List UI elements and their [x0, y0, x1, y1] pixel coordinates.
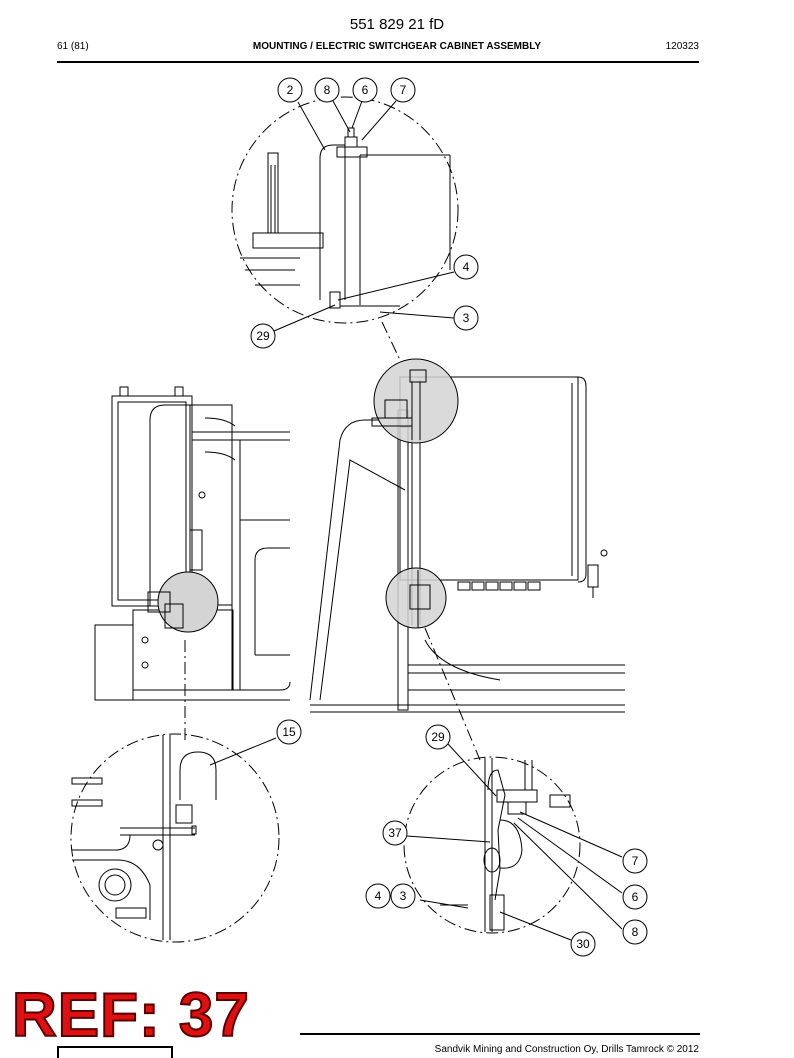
svg-text:4: 4 [463, 260, 470, 274]
connector-row [457, 581, 541, 591]
reference-stamp: REF: 37 [11, 981, 250, 1050]
callout-7-lower: 7 [622, 848, 648, 874]
callout-6-lower: 6 [622, 884, 648, 910]
svg-text:3: 3 [400, 889, 407, 903]
right-upper-detail-parts [371, 369, 427, 440]
page-title: MOUNTING / ELECTRIC SWITCHGEAR CABINET A… [252, 41, 542, 52]
detail-circle-right-lower [385, 567, 447, 629]
page-number: 61 (81) [57, 41, 89, 52]
detail-circle-bottom-right [403, 756, 581, 934]
left-side-view [94, 386, 291, 701]
document-number: 551 829 21 fD [349, 16, 445, 33]
callout-37: 37 [382, 820, 408, 846]
svg-text:29: 29 [256, 329, 270, 343]
callout-7: 7 [390, 77, 416, 103]
callout-3-lower: 3 [390, 883, 416, 909]
callout-4: 4 [453, 254, 479, 280]
svg-text:4: 4 [375, 889, 382, 903]
header-rule [57, 61, 699, 63]
right-lower-detail-parts [409, 570, 431, 628]
svg-text:7: 7 [632, 854, 639, 868]
svg-text:6: 6 [362, 83, 369, 97]
callout-15: 15 [276, 719, 302, 745]
callout-2: 2 [277, 77, 303, 103]
footer-rule [300, 1033, 700, 1035]
callout-8: 8 [314, 77, 340, 103]
svg-text:6: 6 [632, 890, 639, 904]
detail-circle-left [157, 571, 219, 633]
callout-6: 6 [352, 77, 378, 103]
company-logo [57, 1046, 173, 1058]
callout-30: 30 [570, 931, 596, 957]
detail-circle-bottom-left [70, 733, 280, 943]
footer-copyright: Sandvik Mining and Construction Oy, Dril… [434, 1044, 699, 1055]
callout-3: 3 [453, 305, 479, 331]
callout-29: 29 [250, 323, 276, 349]
svg-text:15: 15 [282, 725, 296, 739]
svg-text:2: 2 [287, 83, 294, 97]
svg-text:8: 8 [632, 925, 639, 939]
bottom-right-detail-contents [440, 758, 571, 932]
svg-text:30: 30 [576, 937, 590, 951]
svg-text:37: 37 [388, 826, 402, 840]
svg-text:29: 29 [431, 730, 445, 744]
bottom-left-detail-contents [71, 735, 217, 940]
detail-circle-top [231, 96, 459, 324]
callout-29-lower: 29 [425, 724, 451, 750]
svg-text:7: 7 [400, 83, 407, 97]
svg-text:8: 8 [324, 83, 331, 97]
callout-8-lower: 8 [622, 919, 648, 945]
left-detail-parts [147, 591, 184, 629]
right-main-view [309, 376, 625, 713]
callout-4-lower: 4 [365, 883, 391, 909]
svg-text:3: 3 [463, 311, 470, 325]
document-code: 120323 [665, 41, 699, 52]
detail-circle-right-upper [373, 358, 459, 444]
